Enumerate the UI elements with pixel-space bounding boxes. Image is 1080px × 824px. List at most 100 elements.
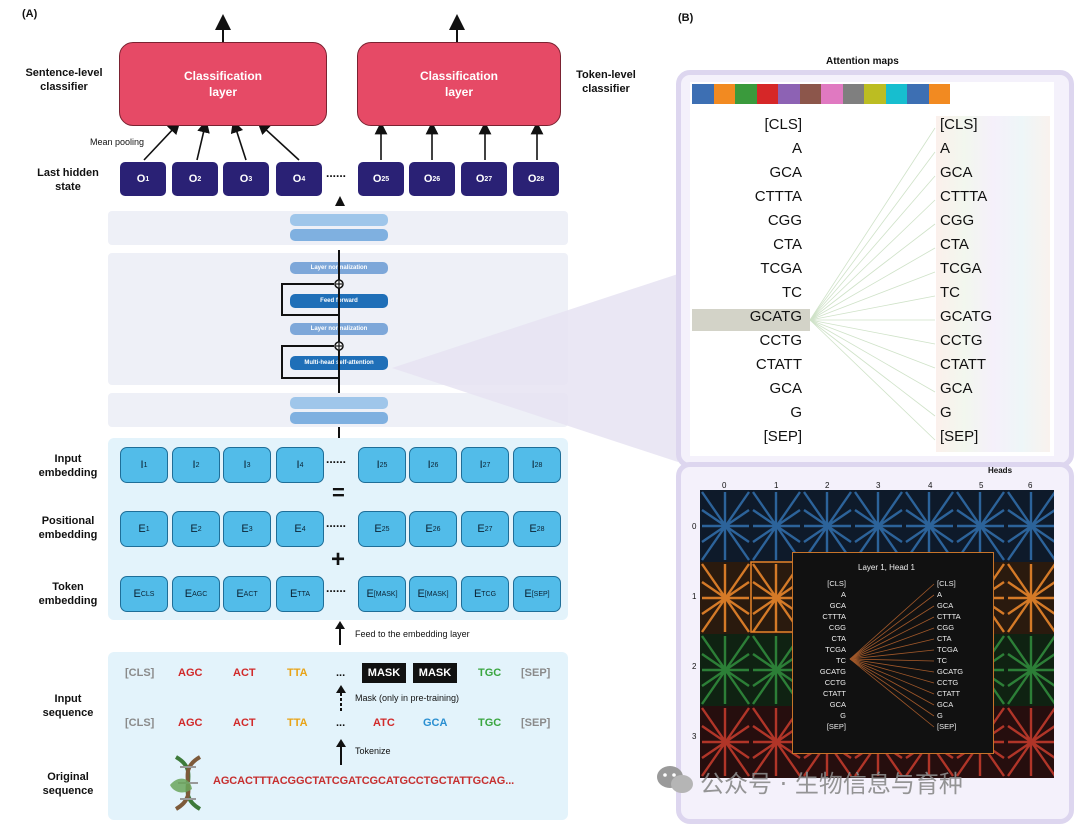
head-color-8 (842, 84, 864, 104)
attention-lines (809, 127, 936, 441)
inset-left-token: GCATG (819, 667, 846, 676)
token-classifier-label: Token-level classifier (576, 69, 636, 95)
input-emb-dots: ...... (326, 452, 347, 466)
equals-sign: = (332, 480, 345, 505)
tok-tta: TTA (287, 717, 308, 729)
inset-layer1-head1 (792, 552, 994, 754)
masked-tok-tta: TTA (287, 667, 308, 679)
inset-right-token: GCA (937, 601, 954, 610)
inset-left-token: G (840, 711, 846, 720)
head-color-strip (692, 84, 950, 104)
head-color-2 (713, 84, 735, 104)
inset-left-token: GCA (829, 700, 846, 709)
head-color-9 (864, 84, 886, 104)
tok-emb-dots: ...... (326, 581, 347, 595)
inset-right-token: CTTTA (937, 612, 961, 621)
inset-right-token: TCGA (937, 645, 958, 654)
right-token: TC (940, 284, 960, 301)
right-token: [CLS] (940, 116, 978, 133)
inset-right-token: [CLS] (937, 579, 956, 588)
tokenize-arrow (336, 739, 346, 765)
token-embedding-label: Token embedding (38, 581, 98, 607)
tok-agc: AGC (178, 717, 203, 729)
inset-left-token: TCGA (825, 645, 846, 654)
head-color-11 (907, 84, 929, 104)
encoder-block-bottom-b (290, 412, 388, 424)
layer-number-2: 2 (692, 662, 697, 671)
left-token: GCA (769, 380, 802, 397)
tok-cls: [CLS] (125, 717, 155, 729)
input-embedding-label: Input embedding (38, 453, 98, 479)
dna-icon (170, 755, 202, 811)
head-color-1 (692, 84, 714, 104)
sentence-classifier-label: Sentence-level classifier (25, 67, 103, 93)
inset-right-token: G (937, 711, 943, 720)
head-number-3: 3 (876, 481, 881, 490)
right-token: G (940, 404, 952, 421)
mask-token-2: MASK (413, 663, 457, 683)
head-number-0: 0 (722, 481, 727, 490)
right-token: GCA (940, 164, 973, 181)
attention-weights-shade (936, 116, 1050, 452)
inset-left-token: CTA (831, 634, 846, 643)
last-hidden-state-label: Last hidden state (37, 167, 99, 193)
inset-left-token: TC (836, 656, 846, 665)
inset-left-token: CCTG (824, 678, 846, 687)
inset-right-token: CCTG (937, 678, 959, 687)
mask-token-1: MASK (362, 663, 406, 683)
wechat-icon (657, 766, 693, 793)
right-token: CTATT (940, 356, 987, 373)
head-number-5: 5 (979, 481, 984, 490)
left-token: TCGA (760, 260, 802, 277)
left-token: CTATT (755, 356, 802, 373)
right-token: CGG (940, 212, 975, 229)
head-color-3 (735, 84, 757, 104)
inset-right-token: GCA (937, 700, 954, 709)
tok-emb-mask-1: E[MASK] (358, 576, 406, 612)
inset-title: Layer 1, Head 1 (858, 563, 915, 572)
left-token: CGG (767, 212, 802, 229)
feed-to-label: Feed to the embedding layer (355, 629, 470, 639)
head-number-2: 2 (825, 481, 830, 490)
masked-tok-agc: AGC (178, 667, 203, 679)
left-token: CCTG (759, 332, 803, 349)
inset-left-token: GCA (829, 601, 846, 610)
layer-number-3: 3 (692, 732, 697, 741)
tok-act: ACT (233, 717, 256, 729)
masked-tok-cls: [CLS] (125, 667, 155, 679)
tok-gca: GCA (423, 717, 448, 729)
right-token: [SEP] (940, 428, 979, 445)
feed-arrow (335, 621, 345, 645)
left-token: G (790, 404, 802, 421)
hidden-dots: ...... (326, 166, 347, 180)
pos-emb-dots: ...... (326, 516, 347, 530)
tokenize-label: Tokenize (355, 746, 391, 756)
tok-emb-mask-2: E[MASK] (409, 576, 457, 612)
tok-emb-sep: E[SEP] (513, 576, 561, 612)
inset-left-token: CTATT (822, 689, 846, 698)
right-token: CTA (940, 236, 969, 253)
left-token: GCATG (749, 308, 802, 325)
token-classification-layer: Classification layer (357, 42, 561, 126)
right-token-column: [CLS] A GCA CTTTA CGG CTA TCGA TC GCATG … (940, 116, 1050, 452)
left-token: A (791, 140, 802, 157)
masked-tok-tgc: TGC (478, 667, 502, 679)
inset-left-token: A (840, 590, 846, 599)
right-token: A (940, 140, 951, 157)
